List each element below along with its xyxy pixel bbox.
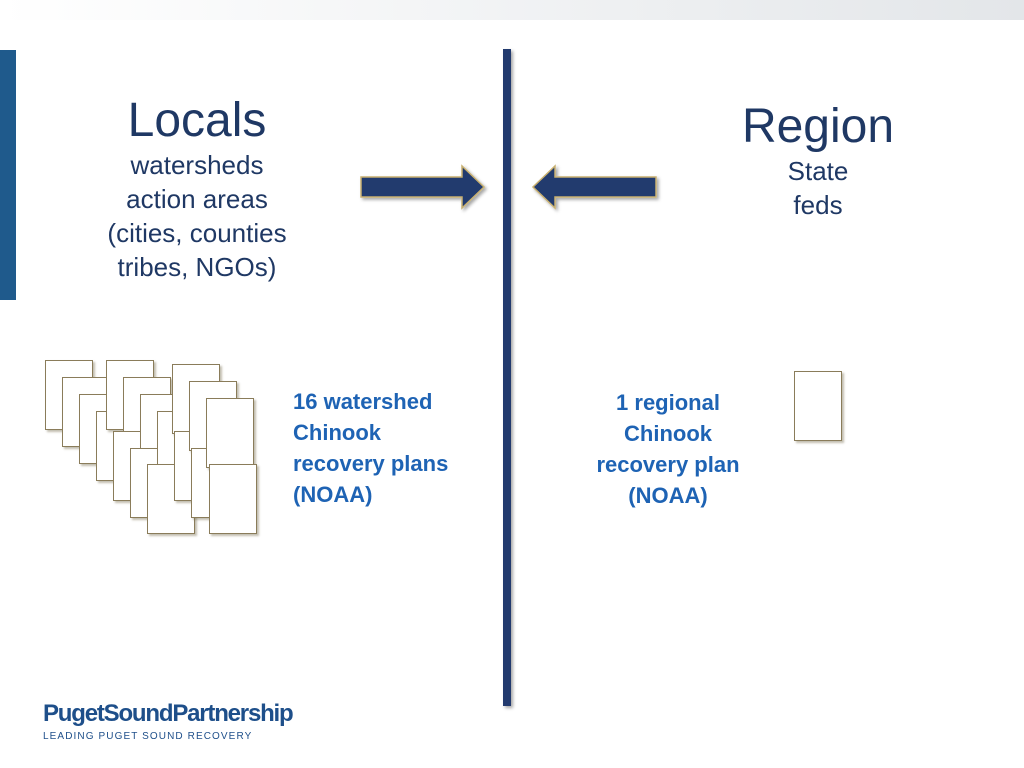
region-block: Region State feds	[698, 100, 938, 222]
locals-block: Locals watersheds action areas (cities, …	[77, 94, 317, 284]
regional-plan-document-icon	[794, 371, 842, 441]
label-line: (NOAA)	[293, 482, 373, 507]
region-heading: Region	[741, 100, 895, 153]
region-line: State	[787, 156, 849, 186]
plan-document-icon	[206, 398, 254, 468]
label-line: 1 regional	[616, 390, 720, 415]
left-accent-bar	[0, 50, 16, 300]
label-line: Chinook	[293, 420, 381, 445]
logo-tagline: LEADING PUGET SOUND RECOVERY	[43, 731, 253, 742]
locals-line: tribes, NGOs)	[117, 252, 277, 282]
plan-document-icon	[209, 464, 257, 534]
left-arrow	[531, 164, 657, 210]
puget-sound-partnership-logo: PugetSoundPartnership LEADING PUGET SOUN…	[43, 700, 343, 742]
locals-line: watersheds	[130, 150, 264, 180]
center-divider	[503, 49, 511, 706]
regional-plan-label: 1 regional Chinook recovery plan (NOAA)	[568, 387, 768, 511]
region-line: feds	[793, 190, 843, 220]
locals-line: action areas	[126, 184, 268, 214]
label-line: 16 watershed	[293, 389, 433, 414]
label-line: (NOAA)	[628, 483, 708, 508]
right-arrow	[360, 164, 486, 210]
watershed-plans-label: 16 watershed Chinook recovery plans (NOA…	[293, 386, 493, 510]
top-gradient-band	[0, 0, 1024, 20]
locals-line: (cities, counties	[107, 218, 287, 248]
label-line: recovery plans	[293, 451, 449, 476]
label-line: Chinook	[624, 421, 712, 446]
label-line: recovery plan	[596, 452, 740, 477]
logo-name: PugetSoundPartnership	[43, 700, 294, 727]
locals-heading: Locals	[127, 94, 267, 147]
